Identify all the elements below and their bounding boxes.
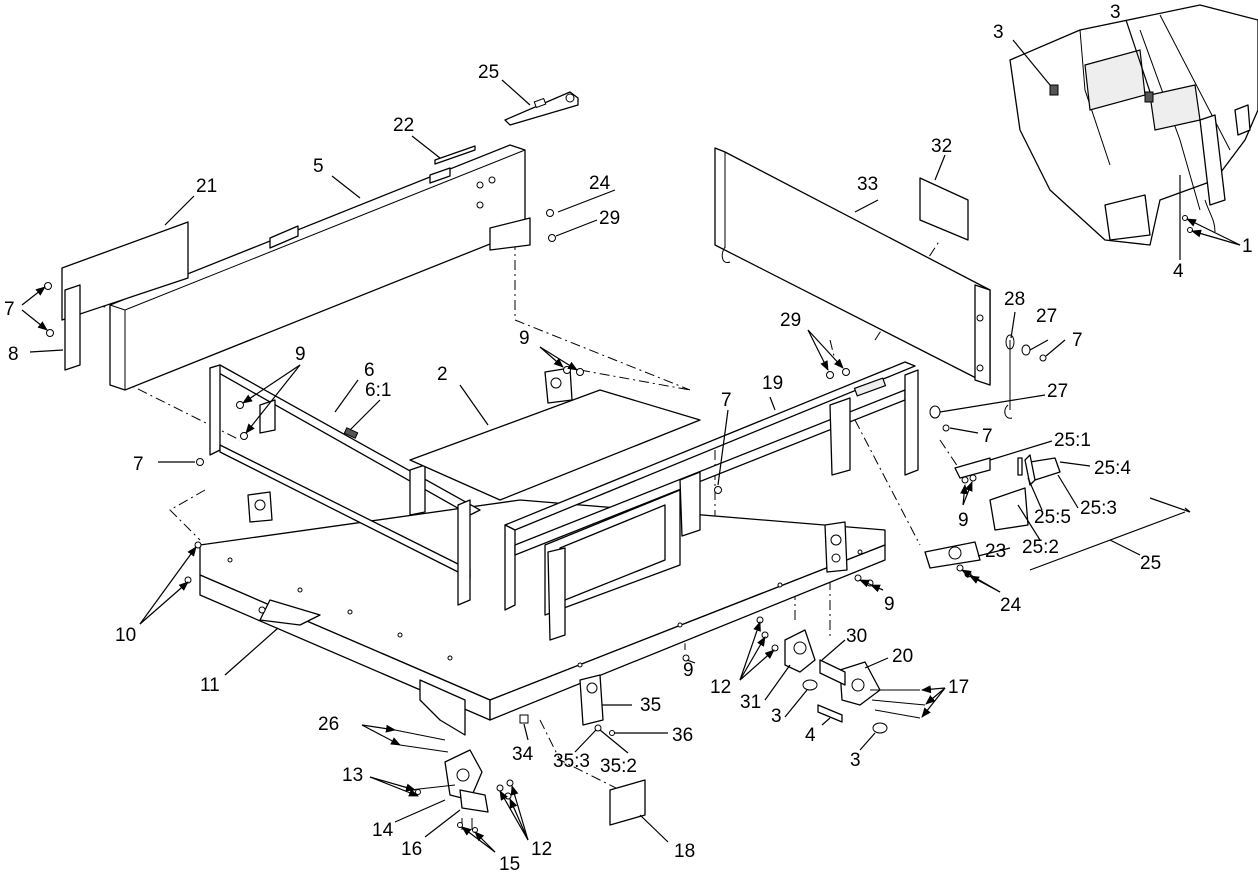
front-panel xyxy=(409,367,701,501)
callout-21: 21 xyxy=(196,176,217,197)
callout-11: 11 xyxy=(200,675,220,696)
callout-27: 27 xyxy=(1036,306,1057,327)
callout-9: 9 xyxy=(295,344,306,365)
latch-assembly-exploded xyxy=(924,454,1061,578)
callout-34: 34 xyxy=(512,744,534,765)
callout-27: 27 xyxy=(1047,381,1068,402)
callout-7: 7 xyxy=(1072,330,1083,351)
callout-12: 12 xyxy=(710,677,731,698)
callout-15: 15 xyxy=(499,854,520,875)
callout-3: 3 xyxy=(771,706,782,727)
bumper-pad xyxy=(519,714,529,724)
callout-24: 24 xyxy=(589,173,611,194)
callout-3: 3 xyxy=(993,22,1004,43)
hinge-right xyxy=(756,616,926,734)
callout-14: 14 xyxy=(372,820,394,841)
leader-lines xyxy=(21,19,1241,853)
callout-25-1: 25:1 xyxy=(1054,430,1091,451)
callout-7: 7 xyxy=(982,426,993,447)
callout-30: 30 xyxy=(846,626,867,647)
callout-19: 19 xyxy=(762,373,783,394)
callout-31: 31 xyxy=(740,692,761,713)
callout-25: 25 xyxy=(1140,553,1161,574)
callout-25-5: 25:5 xyxy=(1034,507,1071,528)
callout-8: 8 xyxy=(8,344,19,365)
callout-9: 9 xyxy=(683,660,694,681)
bottom-decal xyxy=(609,779,646,826)
callout-12: 12 xyxy=(531,839,552,860)
callout-33: 33 xyxy=(857,174,878,195)
headboard xyxy=(109,144,531,391)
tailgate-decal xyxy=(919,177,969,241)
callout-9: 9 xyxy=(519,328,530,349)
fastener-dots xyxy=(44,209,874,833)
callout-13: 13 xyxy=(342,765,363,786)
tailgate xyxy=(714,147,991,386)
callout-29: 29 xyxy=(780,310,801,331)
callout-17: 17 xyxy=(948,677,969,698)
header-plate xyxy=(434,145,476,165)
left-side-rail xyxy=(209,364,481,606)
callout-25-3: 25:3 xyxy=(1080,498,1117,519)
callout-25-2: 25:2 xyxy=(1022,537,1059,558)
callout-36: 36 xyxy=(672,725,693,746)
hinge-left xyxy=(394,729,514,830)
callout-6: 6 xyxy=(364,360,375,381)
inset-view xyxy=(1009,4,1258,246)
callout-9: 9 xyxy=(884,594,895,615)
callout-3: 3 xyxy=(850,750,861,771)
callout-23: 23 xyxy=(985,541,1006,562)
latch-assembly-top xyxy=(504,91,579,126)
callout-7: 7 xyxy=(721,390,732,411)
callout-7: 7 xyxy=(133,454,144,475)
decal-panel xyxy=(61,221,189,321)
callout-labels: 1 2 3 3 3 3 4 4 5 6 6:1 7 7 7 7 7 8 9 9 … xyxy=(4,2,1253,875)
callout-35: 35 xyxy=(640,695,661,716)
assembly-centerlines xyxy=(69,239,961,791)
callout-25-4: 25:4 xyxy=(1094,458,1131,479)
callout-5: 5 xyxy=(313,156,324,177)
callout-3: 3 xyxy=(1110,2,1121,23)
right-side-rail xyxy=(504,361,919,641)
callout-25: 25 xyxy=(478,62,499,83)
callout-10: 10 xyxy=(115,625,136,646)
callout-16: 16 xyxy=(401,839,422,860)
callout-28: 28 xyxy=(1004,289,1025,310)
callout-7: 7 xyxy=(4,299,15,320)
callout-32: 32 xyxy=(931,136,952,157)
corner-bracket xyxy=(64,284,81,371)
callout-4: 4 xyxy=(805,725,816,746)
callout-6-1: 6:1 xyxy=(365,380,391,401)
callout-22: 22 xyxy=(393,115,414,136)
bed-floor-assembly xyxy=(199,491,886,736)
callout-35-3: 35:3 xyxy=(553,751,590,772)
callout-2: 2 xyxy=(437,364,448,385)
callout-1: 1 xyxy=(1242,236,1253,257)
callout-9: 9 xyxy=(958,510,969,531)
pivot-bracket xyxy=(579,674,615,736)
callout-20: 20 xyxy=(892,646,913,667)
callout-4: 4 xyxy=(1173,261,1184,282)
callout-18: 18 xyxy=(674,841,695,862)
callout-29: 29 xyxy=(599,208,620,229)
callout-35-2: 35:2 xyxy=(600,756,637,777)
callout-24: 24 xyxy=(1000,595,1022,616)
callout-26: 26 xyxy=(318,714,339,735)
